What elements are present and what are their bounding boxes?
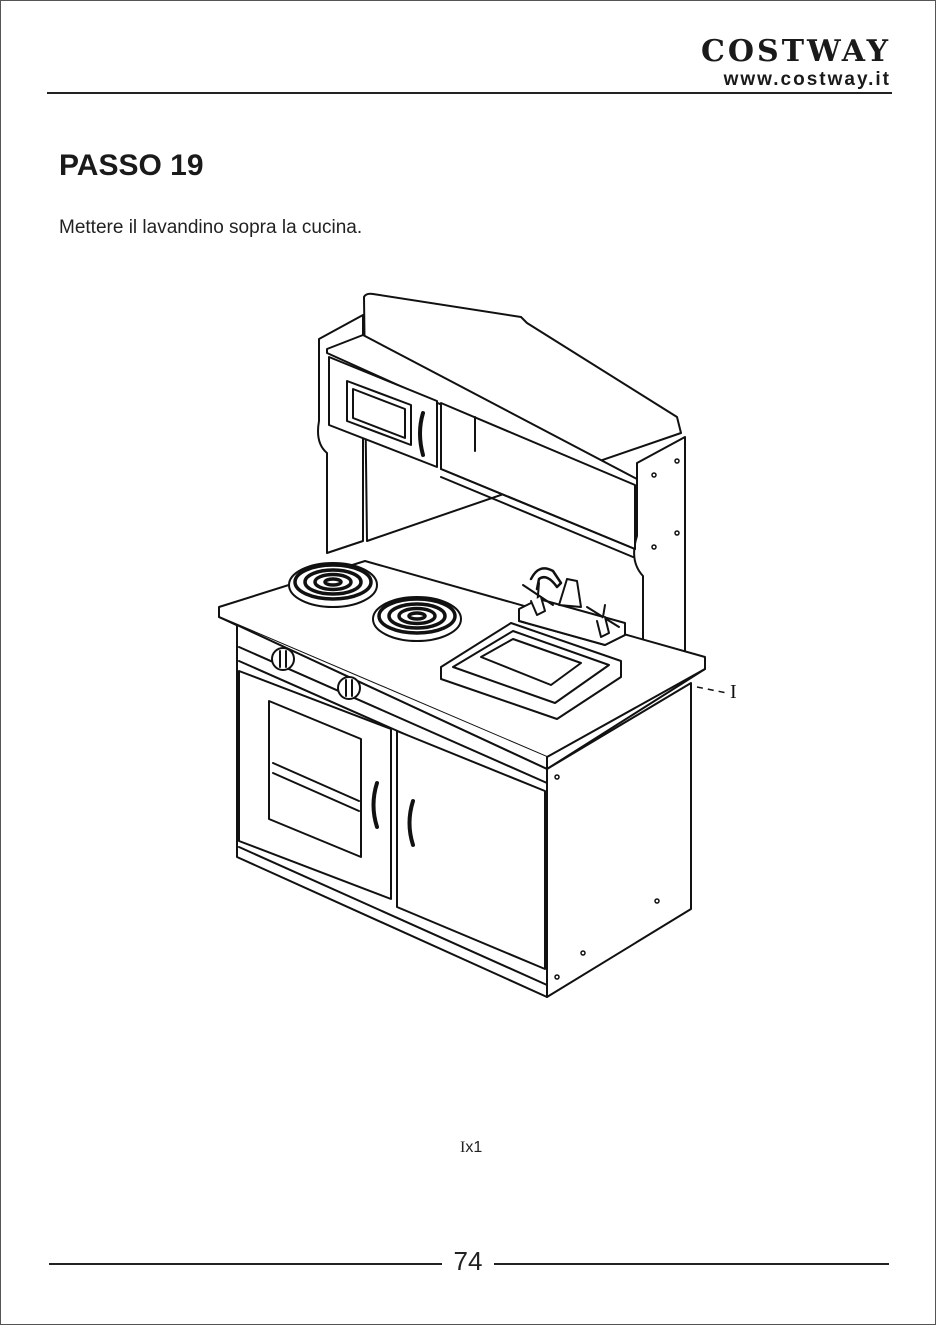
page-number: 74 <box>442 1246 494 1277</box>
footer-divider-left <box>49 1263 442 1265</box>
footer-divider-right <box>494 1263 889 1265</box>
part-callout-label: I <box>730 681 737 703</box>
step-title: PASSO 19 <box>59 149 204 183</box>
brand-url: www.costway.it <box>701 69 891 91</box>
step-instruction: Mettere il lavandino sopra la cucina. <box>59 217 362 239</box>
brand-logo: COSTWAY www.costway.it <box>701 37 891 91</box>
parts-quantity: Ix1 <box>460 1139 482 1157</box>
brand-name: COSTWAY <box>701 37 891 67</box>
kitchen-assembly-illustration: I <box>201 281 741 1011</box>
header-divider <box>47 92 892 94</box>
part-quantity: x1 <box>465 1139 482 1156</box>
